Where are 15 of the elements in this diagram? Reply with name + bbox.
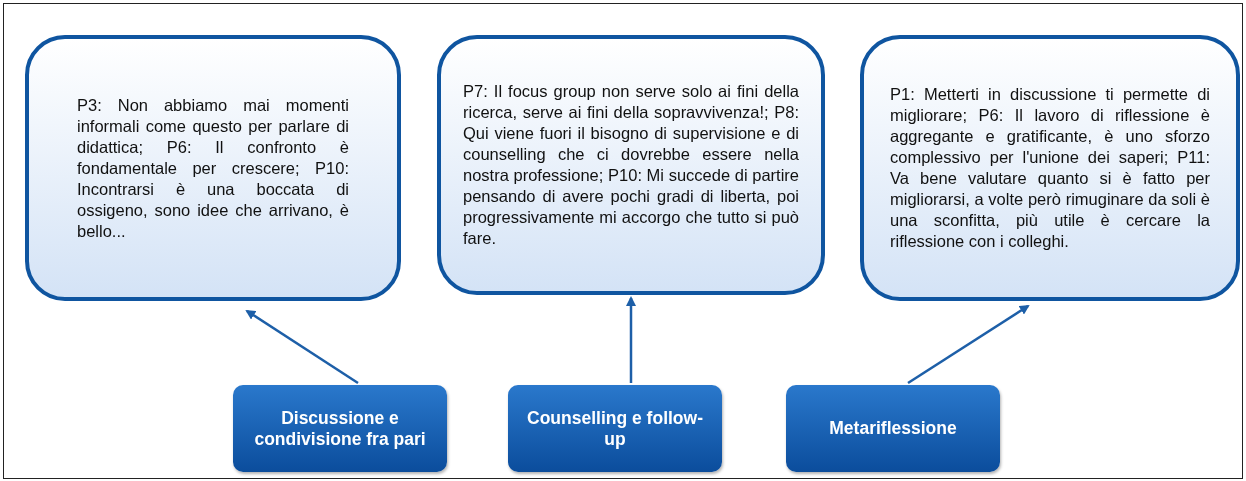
quote-bubble	[437, 35, 825, 295]
quote-text: P3: Non abbiamo mai momenti informali come questo per parlare di didattica; P6: Il confronto è fondamentale per crescere; P10: Incontrarsi è una boccata di ossigeno, sono idee che arrivano, è bello...	[77, 94, 349, 242]
category-label: Discussione e condivisione fra pari	[253, 407, 427, 450]
quote-text: P7: Il focus group non serve solo ai fini della ricerca, serve ai fini della sopravvivenza!; P8: Qui viene fuori il bisogno di supervisione e di counselling che ci dovrebbe essere nella nostra professione; P10: Mi succede di partire pensando di avere pochi gradi di liberta, poi progressivamente mi accorgo che tutto si può fare.	[463, 81, 799, 249]
category-box	[786, 385, 1000, 472]
quote-bubble	[25, 35, 401, 301]
quote-text: P1: Metterti in discussione ti permette di migliorare; P6: Il lavoro di riflessione è aggregante e gratificante, è uno sforzo complessivo per l'unione dei saperi; P11: Va bene valutare quanto si è fatto per migliorarsi, a volte però rimuginare da soli è una sconfitta, più utile è cercare la riflessione con i colleghi.	[890, 84, 1210, 252]
category-label: Counselling e follow-up	[526, 407, 704, 450]
quote-bubble	[860, 35, 1240, 301]
arrow	[245, 309, 359, 385]
arrow	[907, 304, 1030, 385]
category-box	[508, 385, 722, 472]
category-label: Metariflessione	[829, 418, 957, 439]
category-box	[233, 385, 447, 472]
arrow	[626, 296, 636, 383]
